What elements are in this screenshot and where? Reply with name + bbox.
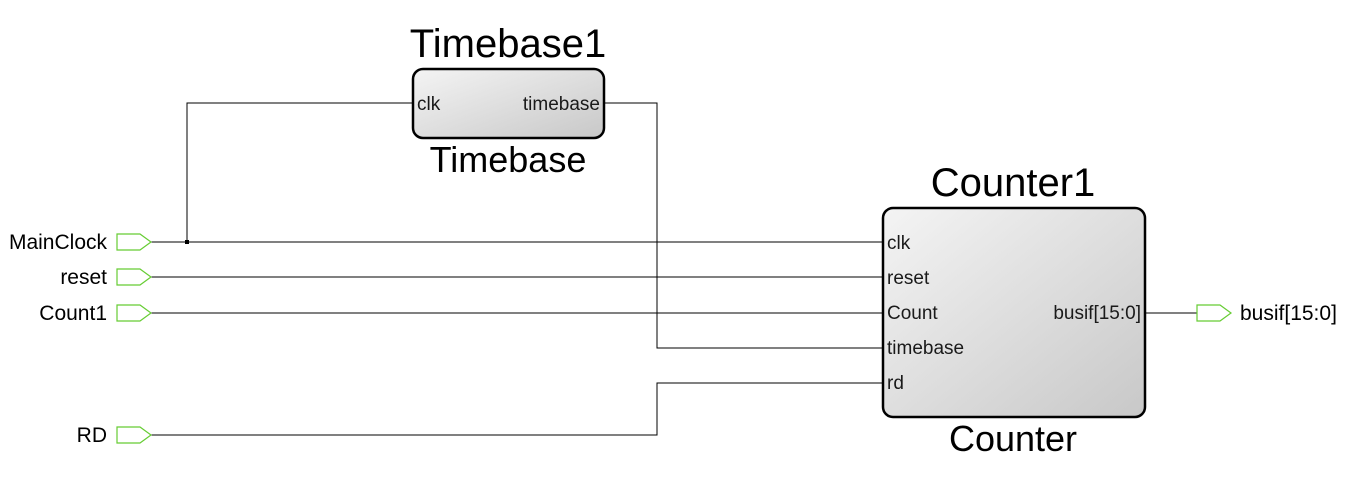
wire-rd[interactable]: [151, 382, 883, 436]
output-pin-busif[interactable]: busif[15:0]: [1196, 302, 1337, 325]
input-port-icon[interactable]: [116, 268, 153, 286]
input-pin-rd-label: RD: [77, 424, 107, 447]
timebase-instance-name: Timebase1: [410, 22, 606, 66]
counter-body[interactable]: [881, 206, 1147, 419]
junction-dot: [185, 240, 189, 244]
input-pin-reset-label: reset: [60, 266, 107, 289]
timebase-port-timebase: timebase: [523, 94, 600, 115]
timebase-port-clk: clk: [417, 94, 441, 115]
timebase-body[interactable]: [411, 67, 606, 140]
input-pin-reset[interactable]: reset: [60, 266, 153, 289]
input-pin-mainclock-label: MainClock: [9, 231, 108, 254]
counter-port-reset: reset: [887, 268, 930, 289]
timebase-type-name: Timebase: [430, 139, 587, 180]
input-pin-count1-label: Count1: [39, 302, 107, 325]
wire-timebase-out[interactable]: [604, 102, 883, 349]
counter-port-count: Count: [887, 303, 938, 324]
counter-port-clk: clk: [887, 233, 911, 254]
input-pin-rd[interactable]: RD: [77, 424, 153, 447]
counter-port-timebase: timebase: [887, 338, 964, 359]
output-port-icon[interactable]: [1196, 304, 1233, 322]
input-port-icon[interactable]: [116, 426, 153, 444]
input-port-icon[interactable]: [116, 233, 153, 251]
input-port-icon[interactable]: [116, 304, 153, 322]
wires: [151, 102, 1197, 436]
counter-block[interactable]: Counter1 clk reset Count timebase rd bus…: [881, 161, 1147, 459]
counter-type-name: Counter: [949, 418, 1077, 459]
counter-port-rd: rd: [887, 373, 904, 394]
timebase-block[interactable]: Timebase1 clk timebase Timebase: [410, 22, 606, 180]
input-pins: MainClock reset Count1 RD: [9, 231, 153, 447]
output-pin-busif-label: busif[15:0]: [1240, 302, 1337, 325]
input-pin-mainclock[interactable]: MainClock: [9, 231, 153, 254]
counter-port-busif: busif[15:0]: [1053, 303, 1141, 324]
input-pin-count1[interactable]: Count1: [39, 302, 153, 325]
counter-instance-name: Counter1: [931, 161, 1096, 205]
wire-timebase-clk[interactable]: [186, 102, 413, 242]
